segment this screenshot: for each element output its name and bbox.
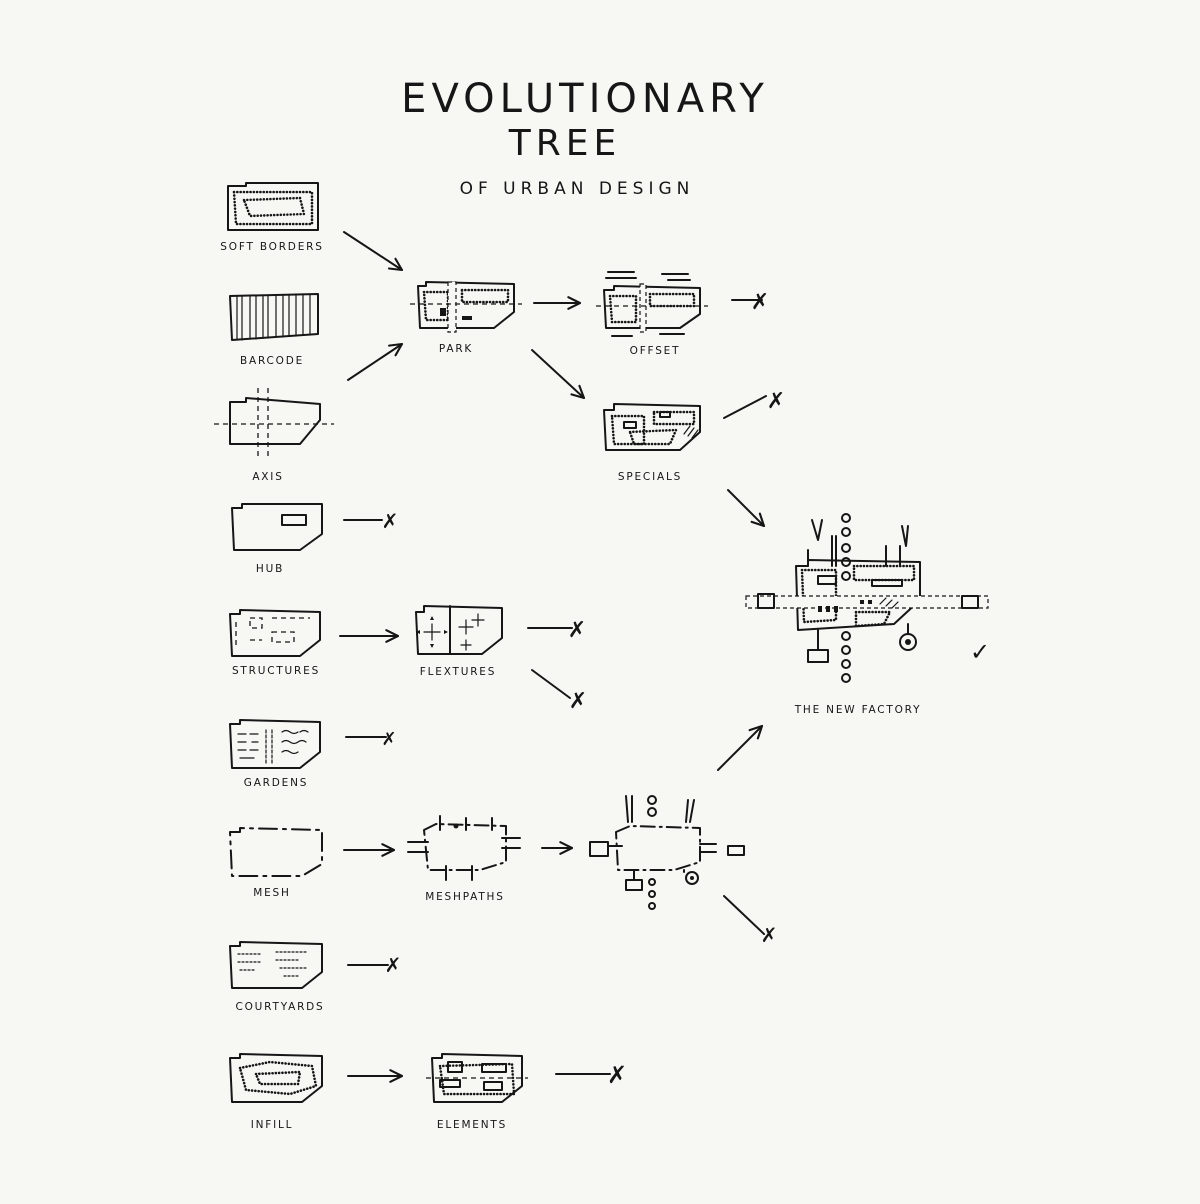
node-elements: ELEMENTS	[426, 1053, 528, 1131]
title-line-2: TREE	[508, 123, 622, 164]
arrow-specials-to-factory	[727, 489, 766, 528]
arrows	[339, 231, 767, 1083]
arrow-flextures-side	[531, 669, 571, 699]
marks: ✗ ✗ ✗ ✗ ✗ ✗ ✗ ✗ ✗ ✓	[381, 290, 990, 1089]
arrow-specials-side	[723, 395, 767, 419]
the-new-factory-sketch	[745, 513, 989, 683]
elements-label: ELEMENTS	[437, 1119, 507, 1131]
arrow-axis-to-park	[347, 342, 404, 381]
reject-mark-courtyards: ✗	[385, 953, 402, 977]
flextures-sketch	[415, 605, 503, 655]
accept-mark-factory: ✓	[970, 638, 990, 666]
meshpaths-sketch	[407, 815, 521, 881]
reject-mark-gardens: ✗	[381, 729, 396, 750]
park-sketch	[410, 281, 522, 333]
courtyards-sketch	[229, 941, 323, 989]
mesh-sketch	[229, 827, 323, 877]
gardens-label: GARDENS	[244, 777, 308, 789]
reject-mark-elements: ✗	[607, 1061, 627, 1089]
soft-borders-label: SOFT BORDERS	[220, 241, 323, 253]
offset-label: OFFSET	[630, 345, 681, 357]
specials-sketch	[603, 403, 701, 451]
hub-sketch	[231, 503, 323, 551]
reject-mark-specials: ✗	[767, 389, 785, 414]
soft-borders-sketch	[227, 182, 319, 231]
reject-mark-flextures-side: ✗	[569, 689, 587, 714]
structures-label: STRUCTURES	[232, 665, 320, 677]
node-barcode: BARCODE	[229, 293, 319, 367]
reject-mark-flextures: ✗	[568, 618, 586, 643]
offset-sketch	[596, 271, 708, 337]
axis-sketch	[214, 388, 334, 458]
specials-label: SPECIALS	[618, 471, 682, 483]
hub-label: HUB	[256, 563, 284, 575]
node-meshpaths-evolved-sketch	[589, 795, 745, 910]
park-label: PARK	[439, 343, 473, 355]
barcode-label: BARCODE	[240, 355, 304, 367]
node-meshpaths: MESHPATHS	[407, 815, 521, 903]
flextures-label: FLEXTURES	[420, 666, 496, 678]
node-flextures: FLEXTURES	[415, 605, 503, 678]
meshpaths-label: MESHPATHS	[425, 891, 504, 903]
node-the-new-factory: THE NEW FACTORY	[745, 513, 989, 716]
node-specials: SPECIALS	[603, 403, 701, 483]
elements-sketch	[426, 1053, 528, 1103]
mesh-label: MESH	[253, 887, 290, 899]
title-line-1: EVOLUTIONARY	[401, 76, 769, 122]
arrow-soft-borders-to-park	[343, 231, 404, 272]
infill-sketch	[229, 1053, 323, 1103]
node-hub: HUB	[231, 503, 323, 575]
gardens-sketch	[229, 719, 321, 769]
node-gardens: GARDENS	[229, 719, 321, 789]
node-infill: INFILL	[229, 1053, 323, 1131]
arrow-evolved-rejected	[723, 895, 765, 935]
axis-label: AXIS	[252, 471, 283, 483]
node-soft-borders: SOFT BORDERS	[220, 182, 323, 253]
node-park: PARK	[410, 281, 522, 355]
node-mesh: MESH	[229, 827, 323, 899]
reject-mark-meshpaths-evolved: ✗	[761, 923, 778, 947]
infill-label: INFILL	[251, 1119, 294, 1131]
structures-sketch	[229, 609, 321, 657]
node-structures: STRUCTURES	[229, 609, 321, 677]
reject-mark-offset: ✗	[751, 290, 769, 315]
barcode-sketch	[229, 293, 319, 341]
courtyards-label: COURTYARDS	[235, 1001, 324, 1013]
the-new-factory-label: THE NEW FACTORY	[794, 704, 922, 716]
arrow-park-to-specials	[531, 349, 586, 400]
node-courtyards: COURTYARDS	[229, 941, 324, 1013]
title-subtitle: OF URBAN DESIGN	[460, 179, 695, 199]
arrow-evolved-to-factory	[717, 724, 764, 771]
node-axis: AXIS	[214, 388, 334, 483]
reject-mark-hub: ✗	[382, 509, 399, 533]
node-offset: OFFSET	[596, 271, 708, 357]
